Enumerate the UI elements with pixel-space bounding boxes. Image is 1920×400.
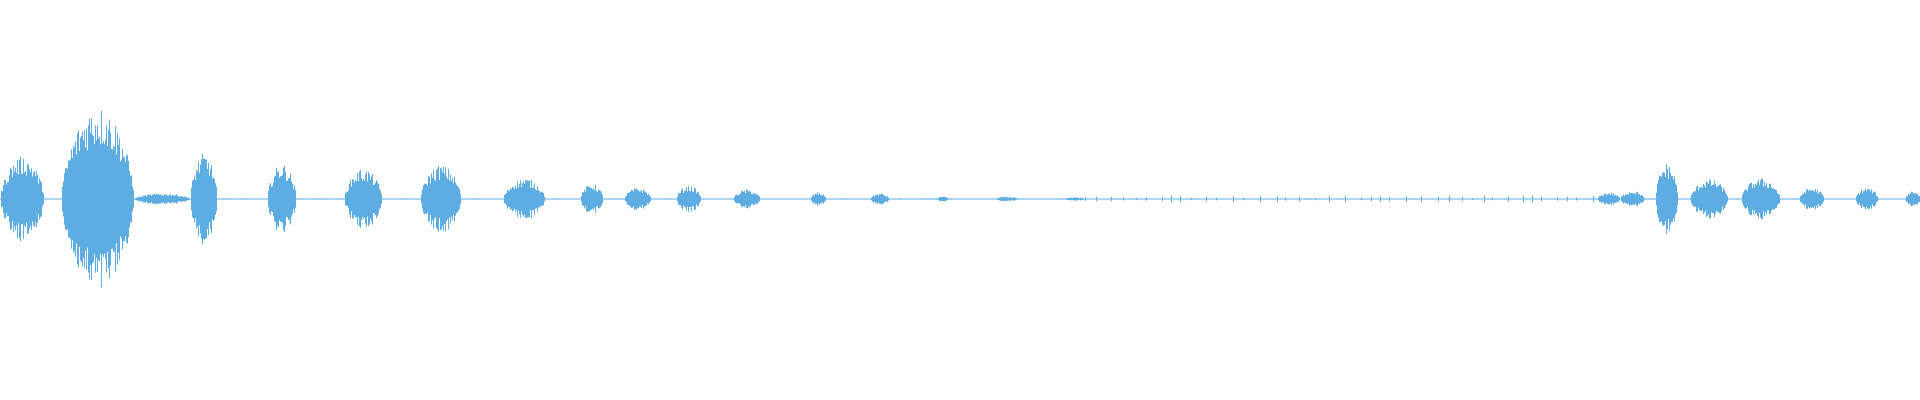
waveform-path — [0, 110, 1920, 288]
waveform-amplitude-bars — [0, 110, 1920, 288]
